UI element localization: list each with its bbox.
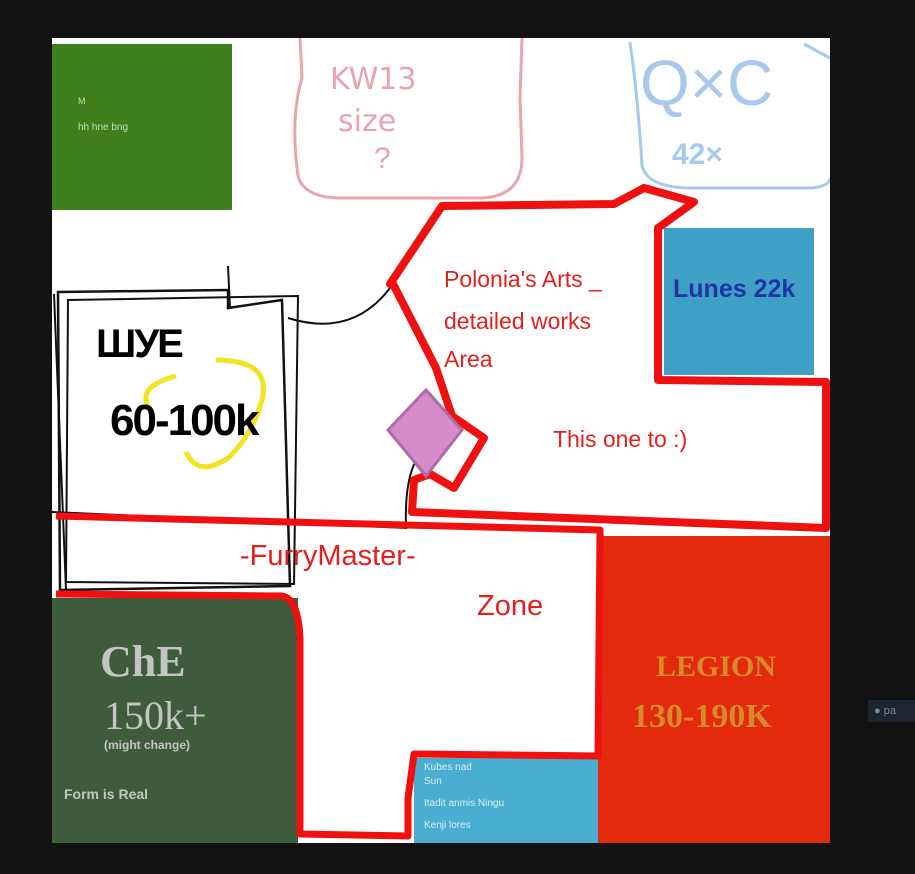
map-drawing — [52, 38, 830, 843]
yellow-scribble — [143, 357, 266, 470]
polonia-line3: Area — [444, 346, 493, 372]
blue-small-line1: Kubes nad — [424, 762, 472, 773]
che-tag: Form is Real — [64, 786, 149, 802]
blue-small-line4: Kenji lores — [424, 820, 471, 831]
green-block-line2: hh hne bng — [78, 122, 129, 133]
polonia-extra: This one to :) — [553, 426, 688, 452]
shye-range: 60-100k — [110, 396, 259, 445]
blue-small-line2: Sun — [424, 776, 442, 787]
polonia-line2: detailed works — [444, 308, 592, 334]
lunes-label: Lunes 22k — [673, 275, 796, 303]
green-block — [52, 44, 232, 210]
shye-outline-1 — [56, 288, 292, 592]
kwiz-line2: size — [338, 104, 397, 139]
small-blue-block — [414, 758, 598, 843]
furrymaster-outline — [55, 512, 604, 840]
qxc-box-outline — [628, 41, 830, 190]
qxc-title: Q×C — [640, 47, 774, 119]
side-chip-label: pa — [883, 705, 896, 717]
legion-range: 130-190K — [632, 698, 772, 735]
territory-map: M hh hne bng KW13 size ? Q×C 42× Lunes 2… — [52, 38, 830, 843]
kwiz-box-outline — [293, 38, 524, 200]
side-chip[interactable]: ● pa — [868, 700, 915, 722]
legion-block — [598, 536, 830, 843]
polonia-outline — [386, 184, 830, 532]
green-block-line1: M — [78, 96, 86, 106]
pink-diamond — [385, 387, 464, 479]
shye-outline-2 — [64, 294, 300, 586]
polonia-line1: Polonia's Arts _ — [444, 266, 602, 292]
blue-small-line3: Itadit anmis Ningu — [424, 798, 505, 809]
che-range: 150k+ — [104, 693, 207, 738]
furrymaster-line2: Zone — [477, 590, 544, 622]
qxc-sub: 42× — [672, 138, 723, 171]
furrymaster-line1: -FurryMaster- — [240, 540, 416, 572]
legion-name: LEGION — [656, 650, 777, 683]
che-block — [52, 598, 298, 843]
lunes-block — [664, 228, 814, 375]
shye-name: ШУЕ — [96, 322, 184, 366]
kwiz-line3: ? — [374, 142, 391, 175]
che-name: ChE — [100, 637, 186, 686]
kwiz-line1: KW13 — [330, 62, 417, 97]
shye-outline-3 — [53, 265, 391, 591]
side-chip-icon: ● — [874, 705, 881, 717]
che-note: (might change) — [104, 738, 190, 752]
